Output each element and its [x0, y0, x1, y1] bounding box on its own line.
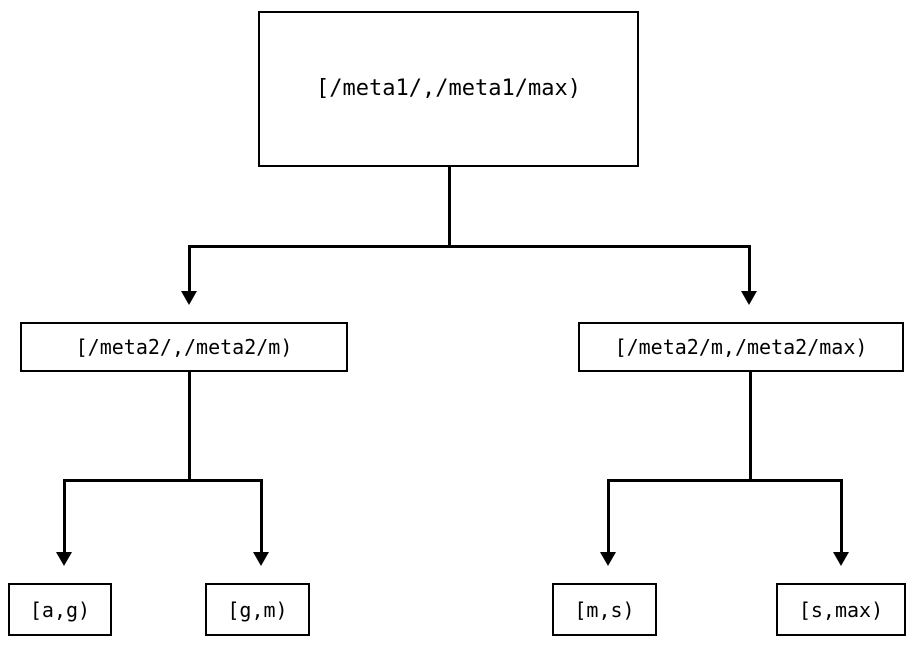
arrowhead-leaf-smax [833, 552, 849, 566]
edge-root-to-mid-left-drop [188, 245, 191, 291]
edge-to-leaf-ag-drop [63, 479, 66, 552]
node-root-label: [/meta1/,/meta1/max) [316, 76, 581, 101]
node-meta2-lower[interactable]: [/meta2/,/meta2/m) [20, 322, 348, 372]
edge-to-leaf-smax-drop [840, 479, 843, 552]
arrowhead-leaf-gm [253, 552, 269, 566]
node-root[interactable]: [/meta1/,/meta1/max) [258, 11, 639, 167]
edge-mid-right-stem [749, 372, 752, 482]
edge-to-leaf-ms-drop [607, 479, 610, 552]
edge-root-bar [188, 245, 751, 248]
node-leaf-m-s-label: [m,s) [574, 597, 635, 622]
edge-mid-left-bar [63, 479, 263, 482]
node-meta2-lower-label: [/meta2/,/meta2/m) [75, 335, 293, 359]
arrowhead-leaf-ag [56, 552, 72, 566]
node-leaf-a-g[interactable]: [a,g) [8, 583, 112, 636]
node-leaf-g-m[interactable]: [g,m) [205, 583, 310, 636]
node-leaf-a-g-label: [a,g) [29, 597, 91, 622]
edge-mid-right-bar [607, 479, 843, 482]
arrowhead-leaf-ms [600, 552, 616, 566]
node-leaf-s-max-label: [s,max) [798, 597, 884, 622]
arrowhead-mid-left [181, 291, 197, 305]
node-meta2-upper-label: [/meta2/m,/meta2/max) [614, 335, 868, 359]
node-meta2-upper[interactable]: [/meta2/m,/meta2/max) [578, 322, 904, 372]
edge-root-stem [448, 167, 451, 245]
node-leaf-g-m-label: [g,m) [227, 597, 288, 622]
edge-to-leaf-gm-drop [260, 479, 263, 552]
node-leaf-s-max[interactable]: [s,max) [776, 583, 906, 636]
arrowhead-mid-right [741, 291, 757, 305]
edge-root-to-mid-right-drop [748, 245, 751, 291]
node-leaf-m-s[interactable]: [m,s) [552, 583, 657, 636]
edge-mid-left-stem [188, 372, 191, 482]
